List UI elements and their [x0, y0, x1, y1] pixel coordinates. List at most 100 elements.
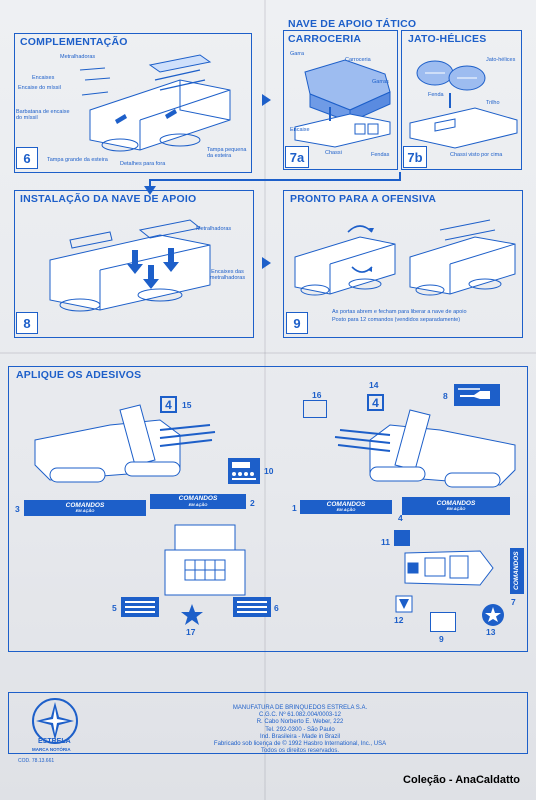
brand-sub: MARCA NOTÓRIA: [32, 747, 71, 752]
label-barbatana: Barbatana de encaixe do míssil: [16, 109, 70, 121]
label-tampa-grande: Tampa grande da esteira: [47, 157, 108, 163]
carroceria-drawing: [294, 59, 391, 148]
star-sticker-17: [181, 604, 203, 625]
sticker-number-16: 16: [312, 390, 322, 400]
em-acao-text: EM AÇÃO: [188, 501, 208, 507]
label-chassi: Chassi: [325, 150, 342, 156]
sticker-number-12: 12: [394, 615, 404, 625]
step-number-9: 9: [286, 312, 308, 334]
ready-drawing: [294, 219, 516, 296]
instalacao-title: INSTALAÇÃO DA NAVE DE APOIO: [20, 193, 197, 205]
arrow-right-icon: [262, 257, 271, 269]
label-fenda: Fenda: [428, 92, 444, 98]
arrow-right-icon: [262, 94, 271, 106]
step-number-6: 6: [16, 147, 38, 169]
label-trilho: Trilho: [486, 100, 500, 106]
comandos-text: COMANDOS: [178, 495, 218, 503]
label-chassi-cima: Chassi visto por cima: [450, 152, 503, 158]
comandos-text: COMANDOS: [512, 551, 520, 591]
comandos-text: COMANDOS: [326, 500, 366, 508]
fold-line-horizontal: [0, 352, 536, 354]
sticker-number-6: 6: [274, 603, 279, 613]
label-fendas: Fendas: [371, 152, 390, 158]
complementacao-title: COMPLEMENTAÇÃO: [20, 36, 128, 48]
badge-4-left: 4: [160, 396, 177, 413]
rear-view-drawing: [164, 524, 246, 596]
jato-title: JATO-HÉLICES: [408, 33, 487, 45]
sticker-vehicle-left: [34, 404, 216, 483]
pronto-panel: [283, 190, 523, 338]
comandos-text: COMANDOS: [436, 499, 476, 507]
star-circle-sticker-13: [482, 604, 504, 626]
carroceria-title: CARROCERIA: [288, 33, 362, 45]
footer-line-3: R. Cabo Norberto E. Weber, 222: [256, 719, 344, 726]
badge-4-right: 4: [367, 394, 384, 411]
step-number-8: 8: [16, 312, 38, 334]
em-acao-text: EM AÇÃO: [336, 507, 356, 513]
em-acao-text: EM AÇÃO: [75, 508, 95, 514]
footer-line-2: C.G.C. Nº 61.082.004/0003-12: [259, 712, 341, 719]
label-encaixes-metralhadoras: Encaixes das metralhadoras: [209, 269, 246, 281]
label-detalhes: Detalhes para fora: [120, 161, 166, 167]
sticker-number-10: 10: [264, 466, 274, 476]
jato-helices-drawing: [409, 60, 518, 149]
step-number-7b: 7b: [403, 146, 427, 168]
sticker-number-9: 9: [439, 634, 444, 644]
sticker-number-17: 17: [186, 627, 196, 637]
adesivos-panel: [8, 366, 528, 652]
product-code: COD. 78.13.661: [18, 758, 55, 764]
sticker-number-2: 2: [250, 498, 255, 508]
top-view-drawing: [404, 550, 494, 586]
em-acao-text: EM AÇÃO: [446, 506, 466, 512]
sticker-16-sheet: [303, 400, 327, 418]
label-jato-helices: Jato-hélices: [486, 57, 516, 63]
sticker-number-15: 15: [182, 400, 192, 410]
complementacao-panel: [14, 33, 252, 173]
label-carroceria: Carroceria: [345, 57, 371, 63]
step-number-7a: 7a: [285, 146, 309, 168]
grille-sticker-5: [121, 597, 159, 617]
sticker-number-1: 1: [292, 503, 297, 513]
grille-sticker-6: [233, 597, 271, 617]
sticker-9: [430, 612, 456, 632]
footer-line-4: Tel. 292-0300 - São Paulo: [265, 726, 335, 733]
sticker-number-11: 11: [381, 537, 390, 547]
label-garra: Garra: [290, 51, 305, 57]
brand-name: ESTRELA: [38, 738, 71, 745]
label-garras: Garras: [372, 79, 389, 85]
pronto-title: PRONTO PARA A OFENSIVA: [290, 193, 437, 205]
estrela-logo-icon: [32, 698, 78, 744]
pronto-caption-1: As portas abrem e fecham para liberar a …: [332, 309, 467, 315]
sticker-number-3: 3: [15, 504, 20, 514]
shield-sticker-12: [395, 595, 413, 613]
sticker-vehicle-right: [334, 409, 516, 488]
instalacao-panel: [14, 190, 254, 338]
footer-line-5: Ind. Brasileira - Made in Brazil: [259, 733, 341, 740]
nave-apoio-title: NAVE DE APOIO TÁTICO: [288, 18, 417, 30]
comandos-sticker-7-vertical: COMANDOS: [510, 548, 524, 594]
connector-arrow: [144, 172, 401, 195]
label-metralhadoras: Metralhadoras: [60, 54, 96, 60]
adesivos-title: APLIQUE OS ADESIVOS: [16, 369, 142, 381]
label-tampa-pequena: Tampa pequena da esteira: [207, 147, 247, 159]
footer-line-1: MANUFATURA DE BRINQUEDOS ESTRELA S.A.: [232, 705, 368, 711]
label-metralhadoras-8: Metralhadoras: [196, 226, 232, 232]
badge-4-right-text: 4: [372, 395, 379, 410]
label-encaixes: Encaixes: [32, 75, 55, 81]
sticker-11: [394, 530, 410, 546]
sticker-number-5: 5: [112, 603, 117, 613]
footer-line-6: Fabricado sob licença de © 1992 Hasbro I…: [213, 741, 387, 748]
label-encaixe: Encaixe: [290, 127, 310, 133]
sticker-number-7: 7: [511, 597, 516, 607]
badge-4-left-text: 4: [165, 397, 172, 412]
manufacturer-info: MANUFATURA DE BRINQUEDOS ESTRELA S.A. C.…: [170, 705, 430, 755]
footer-panel: [8, 692, 528, 754]
sticker-number-13: 13: [486, 627, 496, 637]
label-encaixe-missil: Encaixe do míssil: [18, 85, 61, 91]
sticker-number-14: 14: [369, 380, 379, 390]
sticker-number-8: 8: [443, 391, 448, 401]
